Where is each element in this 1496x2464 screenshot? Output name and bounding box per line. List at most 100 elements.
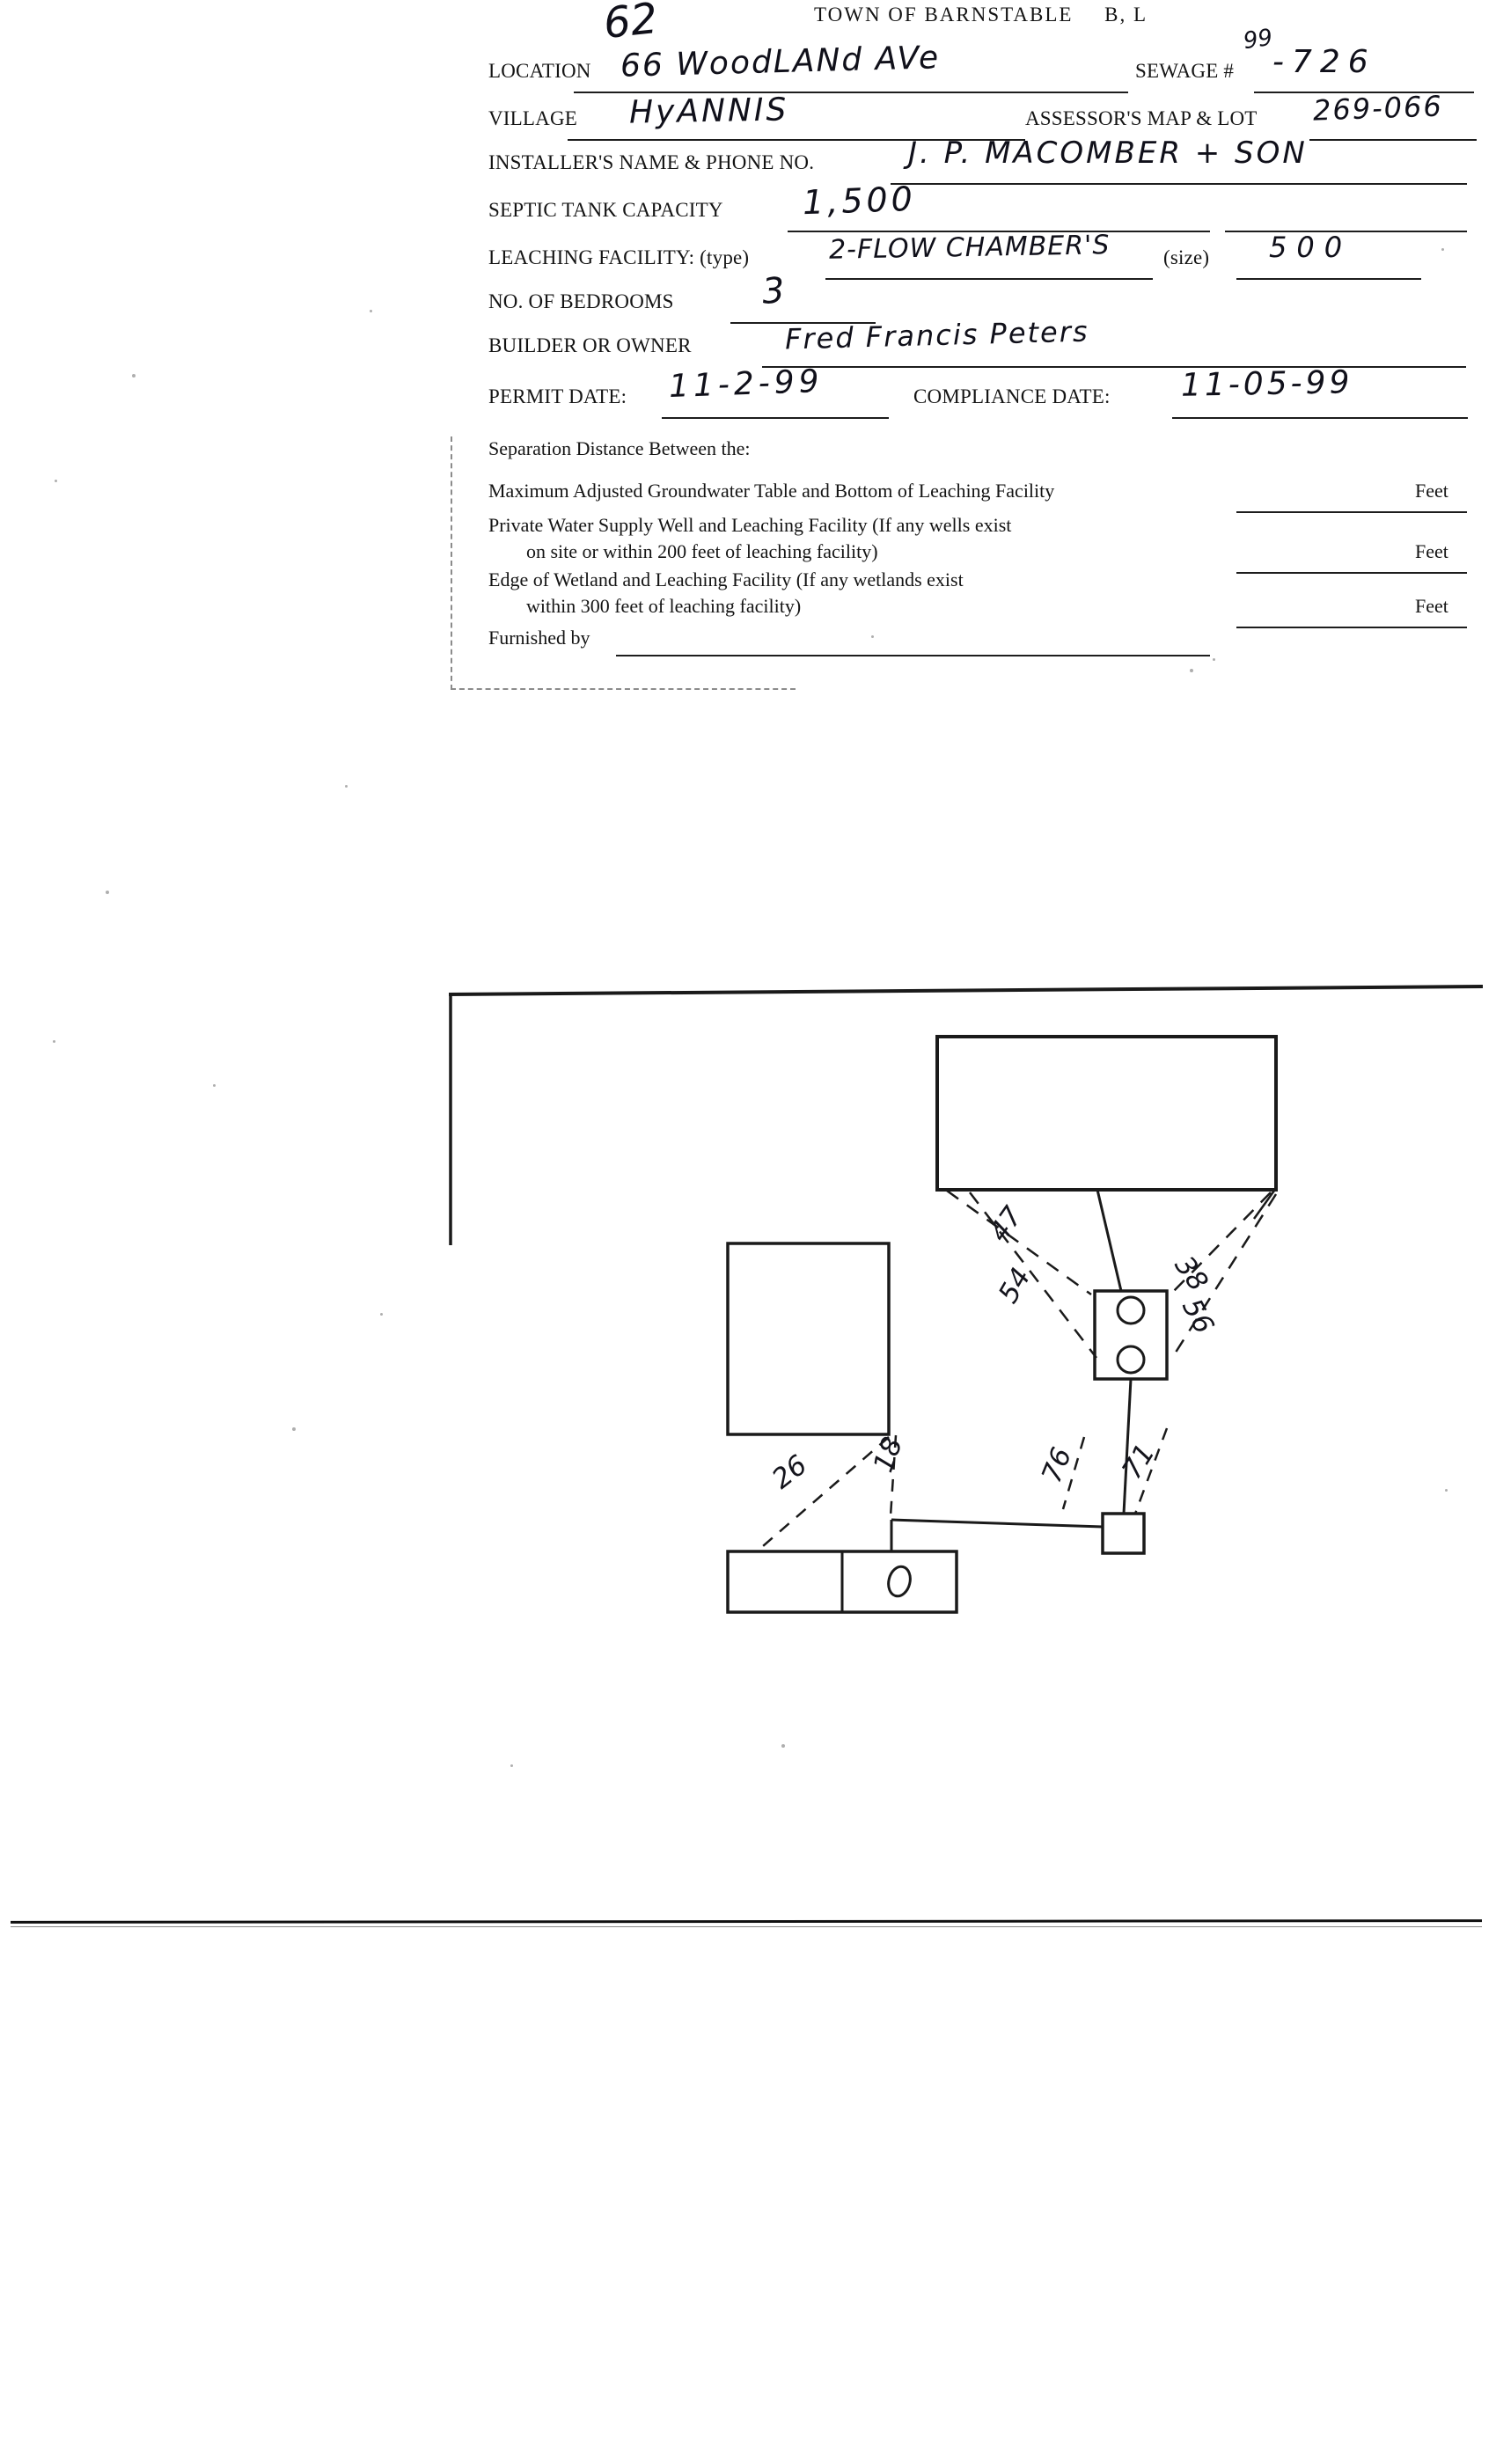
installer-underline [891, 183, 1467, 185]
scan-speck [510, 1764, 513, 1767]
furnished-by-underline [616, 655, 1210, 656]
assessors-value: 269-066 [1312, 89, 1444, 128]
septic-capacity-value: 1,500 [802, 179, 917, 223]
tie-line-54 [969, 1192, 1097, 1359]
bedrooms-label: NO. OF BEDROOMS [488, 290, 674, 312]
page-title: TOWN OF BARNSTABLE B, L [814, 4, 1148, 26]
scan-speck [1190, 669, 1193, 672]
street-line [448, 985, 1484, 996]
well-blank-underline [1236, 572, 1467, 574]
scan-speck [53, 1040, 55, 1043]
tie-line-56 [1170, 1193, 1278, 1359]
installer-label: INSTALLER'S NAME & PHONE NO. [488, 151, 815, 173]
feet-unit-3: Feet [1415, 595, 1448, 617]
builder-underline [762, 366, 1466, 368]
location-underline [574, 92, 1128, 93]
scan-speck [871, 635, 874, 638]
installer-value: J. P. MACOMBER + SON [908, 136, 1308, 171]
scan-speck [1441, 248, 1444, 251]
garage-outline [726, 1242, 891, 1436]
compliance-date-underline [1172, 417, 1468, 419]
location-label: LOCATION [488, 60, 591, 82]
leaching-label: LEACHING FACILITY: (type) [488, 246, 750, 268]
permit-date-label: PERMIT DATE: [488, 385, 627, 407]
bedrooms-underline [730, 322, 876, 324]
measurement-54: 54 [993, 1263, 1038, 1309]
tie-line-18 [889, 1434, 898, 1517]
scan-speck [55, 480, 57, 482]
tank-dbox-pipe [1122, 1378, 1133, 1514]
house-outline [935, 1035, 1278, 1192]
measurement-71: 71 [1116, 1439, 1161, 1485]
sewer-pipe [1096, 1189, 1123, 1292]
assessors-underline [1309, 139, 1477, 141]
scan-speck [292, 1427, 296, 1431]
scan-separator-line [10, 1919, 1483, 1924]
tie-line-26 [756, 1436, 890, 1552]
leaching-size-underline [1236, 278, 1421, 280]
measurement-18: 18 [868, 1433, 909, 1476]
furnished-by-label: Furnished by [488, 627, 590, 649]
leaching-size-label: (size) [1163, 246, 1210, 268]
tie-line-71 [1133, 1427, 1169, 1514]
septic-tank [1093, 1289, 1169, 1381]
measurement-26: 26 [766, 1449, 813, 1496]
permit-date-value: 11-2-99 [668, 363, 825, 406]
village-underline [568, 139, 1025, 141]
town-title: TOWN OF BARNSTABLE [814, 4, 1074, 26]
scan-speck [781, 1744, 785, 1748]
location-value: 66 WoodLANd AVe [620, 40, 941, 84]
leaching-size-value: 500 [1269, 231, 1353, 264]
scan-speck [106, 891, 109, 894]
sewage-label: SEWAGE # [1135, 60, 1235, 82]
distribution-box [1101, 1512, 1146, 1555]
sewage-year: 99 [1242, 24, 1275, 55]
separation-row-well-line2: on site or within 200 feet of leaching f… [526, 540, 878, 562]
separation-row-groundwater: Maximum Adjusted Groundwater Table and B… [488, 480, 1055, 502]
feet-unit-1: Feet [1415, 480, 1448, 502]
separation-heading: Separation Distance Between the: [488, 437, 751, 459]
feet-unit-2: Feet [1415, 540, 1448, 562]
village-label: VILLAGE [488, 107, 578, 129]
form-bottom-edge [451, 688, 796, 690]
leaching-type-value: 2-FLOW CHAMBER'S [828, 230, 1111, 266]
scan-speck [345, 785, 348, 788]
scan-separator-line-2 [11, 1926, 1482, 1927]
scan-speck [380, 1313, 383, 1316]
wetland-blank-underline [1236, 627, 1467, 628]
septic-capacity-underline [788, 231, 1210, 232]
scan-speck [213, 1084, 216, 1087]
tie-line-47 [946, 1189, 1092, 1296]
scan-speck [1213, 658, 1215, 661]
leaching-type-underline [825, 278, 1153, 280]
groundwater-blank-underline [1236, 511, 1467, 513]
compliance-date-value: 11-05-99 [1180, 364, 1353, 404]
septic-capacity-underline-2 [1225, 231, 1467, 232]
separation-row-wetland-line2: within 300 feet of leaching facility) [526, 595, 802, 617]
tank-cover-2 [1116, 1345, 1146, 1375]
separation-row-well-line1: Private Water Supply Well and Leaching F… [488, 514, 1012, 536]
scan-speck [132, 374, 136, 378]
dbox-leach-pipe [891, 1518, 1104, 1529]
title-suffix: B, L [1104, 4, 1148, 26]
separation-row-wetland-line1: Edge of Wetland and Leaching Facility (I… [488, 568, 964, 590]
builder-label: BUILDER OR OWNER [488, 334, 692, 356]
form-left-edge [451, 436, 452, 690]
compliance-date-label: COMPLIANCE DATE: [913, 385, 1111, 407]
leach-vent-cover [887, 1565, 912, 1598]
measurement-56: 56 [1176, 1294, 1220, 1339]
assessors-label: ASSESSOR'S MAP & LOT [1025, 107, 1258, 129]
tank-cover-1 [1116, 1295, 1146, 1325]
sewage-underline [1254, 92, 1474, 93]
sewage-value: -726 [1272, 44, 1376, 80]
builder-value: Fred Francis Peters [784, 314, 1090, 356]
scan-speck [370, 310, 372, 312]
handwritten-corner-number: 62 [601, 0, 660, 49]
tick-mark-house-right [1252, 1190, 1276, 1220]
bedrooms-value: 3 [760, 270, 787, 312]
septic-capacity-label: SEPTIC TANK CAPACITY [488, 199, 723, 221]
site-sketch: 47 54 38 56 26 18 76 71 [448, 985, 1484, 1614]
permit-date-underline [662, 417, 889, 419]
scan-speck [1445, 1489, 1448, 1492]
